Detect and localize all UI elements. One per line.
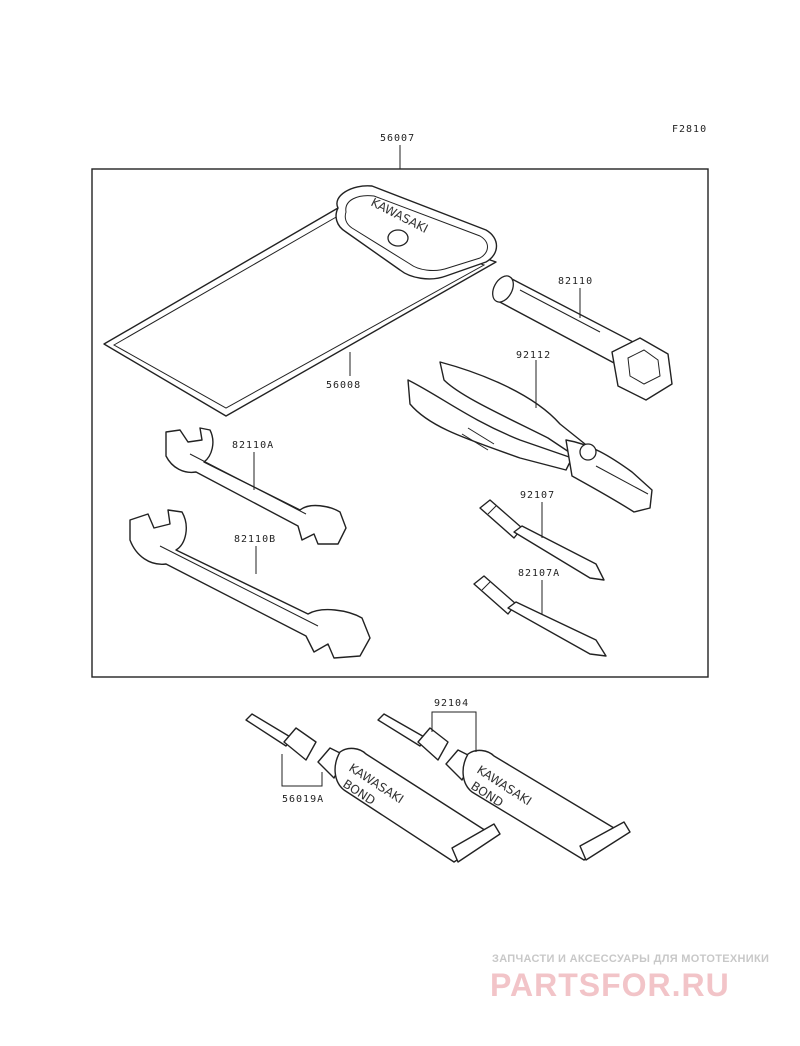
bond-tube-left: KAWASAKI BOND [245, 713, 501, 863]
open-end-wrench-a [165, 427, 347, 545]
screwdriver-92107 [479, 499, 605, 581]
part-label-82107A: 82107A [518, 568, 560, 579]
open-end-wrench-b [129, 509, 371, 659]
watermark-logo: PARTSFOR.RU [490, 967, 730, 1003]
figure-code: F2810 [672, 124, 707, 135]
screwdriver-82107A [473, 575, 607, 657]
part-label-92112: 92112 [516, 350, 551, 361]
part-label-92104: 92104 [434, 698, 469, 709]
tool-pouch: KAWASAKI [103, 185, 498, 417]
pouch-snap-button [387, 229, 409, 247]
part-label-56019A: 56019A [282, 794, 324, 805]
part-label-82110B: 82110B [234, 534, 276, 545]
part-label-56008: 56008 [326, 380, 361, 391]
part-label-82110: 82110 [558, 276, 593, 287]
watermark-top: ЗАПЧАСТИ И АКСЕССУАРЫ ДЛЯ МОТОТЕХНИКИ [492, 953, 769, 965]
pliers-pivot [579, 443, 597, 461]
part-label-82110A: 82110A [232, 440, 274, 451]
box-spanner [492, 275, 673, 401]
part-label-56007: 56007 [380, 133, 415, 144]
pliers [407, 361, 653, 513]
part-label-92107: 92107 [520, 490, 555, 501]
